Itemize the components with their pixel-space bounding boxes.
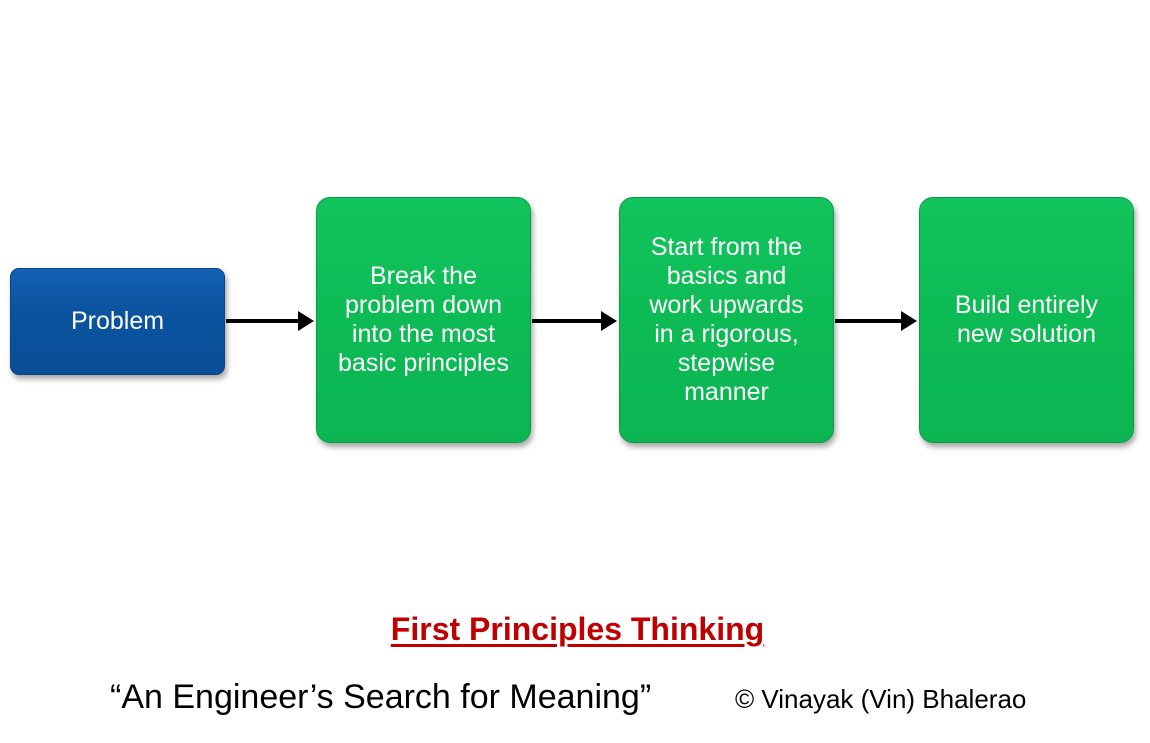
node-build-label: Build entirely new solution — [954, 291, 1099, 348]
book-quote: “An Engineer’s Search for Meaning” — [110, 678, 652, 716]
node-work-up: Start from the basics and work upwards i… — [619, 197, 834, 443]
arrow-problem-to-break-down — [226, 311, 314, 331]
diagram-title: First Principles Thinking — [390, 611, 765, 647]
node-break-down: Break the problem down into the most bas… — [316, 197, 531, 443]
node-build: Build entirely new solution — [919, 197, 1134, 443]
node-problem-label: Problem — [70, 307, 165, 335]
node-work-up-label: Start from the basics and work upwards i… — [649, 233, 804, 406]
node-problem: Problem — [10, 268, 225, 375]
arrow-break-down-to-work-up — [532, 311, 617, 331]
copyright-notice: © Vinayak (Vin) Bhalerao — [735, 684, 1027, 714]
arrow-work-up-to-build — [835, 311, 917, 331]
node-break-down-label: Break the problem down into the most bas… — [338, 262, 509, 377]
